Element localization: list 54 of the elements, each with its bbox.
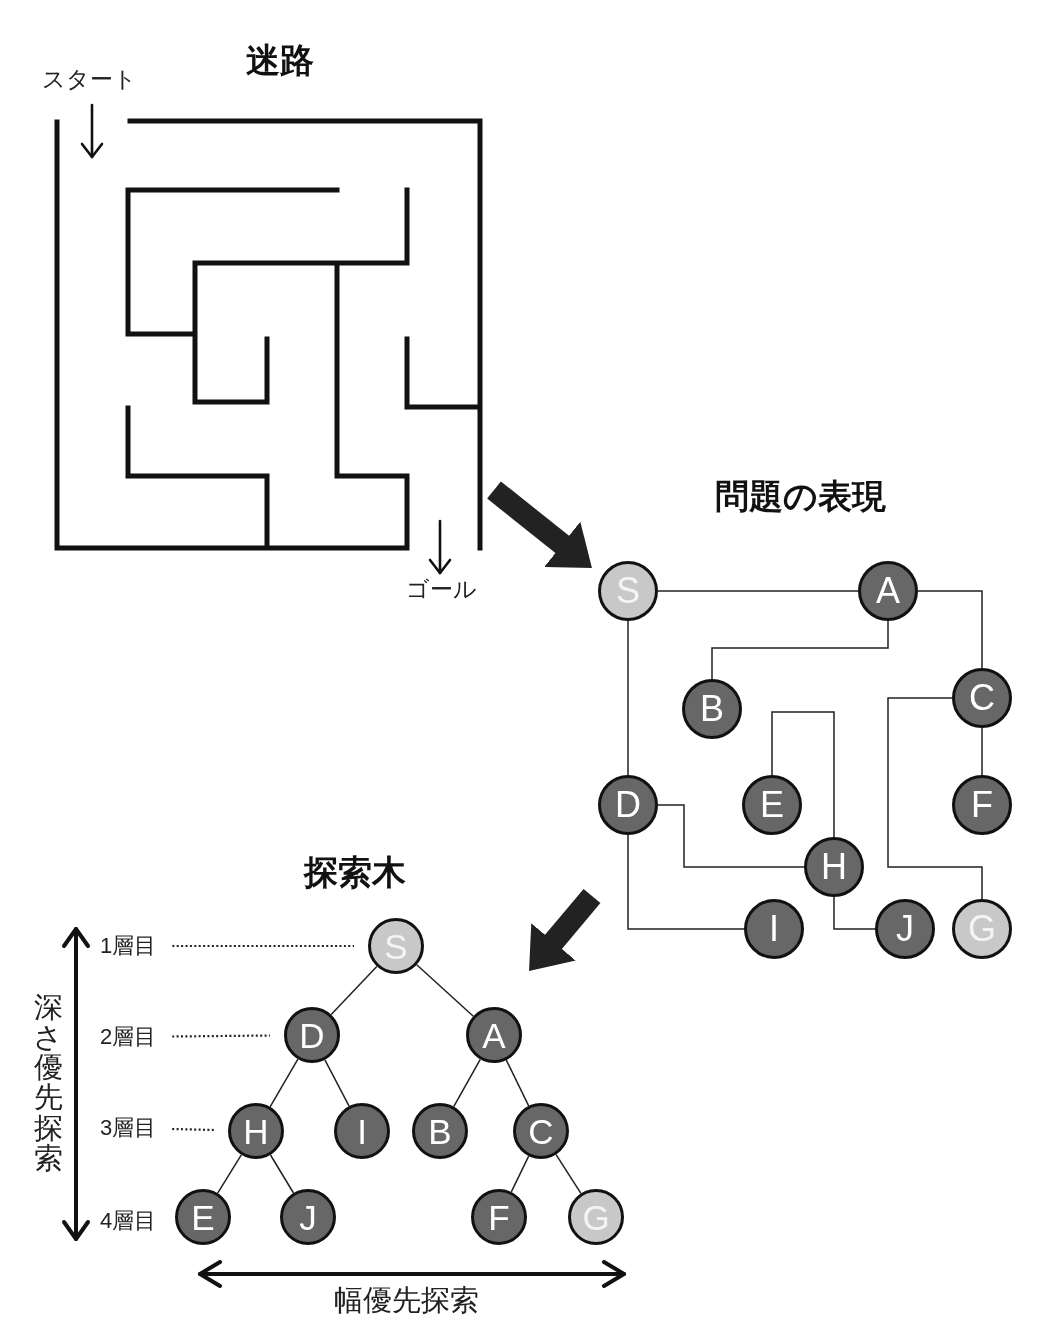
connector-line (627, 834, 745, 930)
level-label: 2層目 (100, 1024, 157, 1050)
node-circle: I (744, 899, 804, 959)
node-circle: F (471, 1189, 527, 1245)
node-circle: F (952, 775, 1012, 835)
node-circle: C (513, 1103, 569, 1159)
connector-line (657, 590, 859, 592)
node-circle: J (280, 1189, 336, 1245)
start-label: スタート (41, 67, 137, 93)
connector-line (833, 896, 876, 930)
dotted-leader-line (172, 1127, 215, 1132)
connector-line (771, 711, 835, 838)
connector-line (269, 1058, 299, 1108)
connector-line (269, 1154, 295, 1194)
connector-line (505, 1059, 530, 1107)
connector-line (887, 697, 983, 900)
connector-line (452, 1058, 482, 1108)
section-title: 迷路 (246, 42, 314, 80)
node-circle: A (466, 1007, 522, 1063)
connector-line (657, 804, 805, 868)
node-circle: A (858, 561, 918, 621)
connector-line (555, 1153, 582, 1195)
block-arrow (529, 888, 601, 971)
level-label: 4層目 (100, 1208, 157, 1234)
level-label: 3層目 (100, 1115, 157, 1141)
node-circle: D (598, 775, 658, 835)
axis-label: 深さ優先探索 (32, 991, 64, 1173)
connector-line (981, 727, 983, 776)
goal-label: ゴール (405, 577, 477, 603)
connector-line (324, 1059, 350, 1107)
node-circle: H (804, 837, 864, 897)
section-title: 問題の表現 (714, 478, 886, 516)
node-circle: E (175, 1189, 231, 1245)
node-circle: E (742, 775, 802, 835)
connector-line (627, 620, 629, 776)
node-circle: B (412, 1103, 468, 1159)
connector-line (415, 964, 475, 1017)
dotted-leader-line (172, 1034, 270, 1038)
axis-label: 幅優先探索 (333, 1283, 479, 1317)
connector-line (917, 590, 983, 669)
node-circle: C (952, 668, 1012, 728)
block-arrow (487, 481, 592, 569)
node-circle: H (228, 1103, 284, 1159)
node-circle: J (875, 899, 935, 959)
section-title: 探索木 (304, 854, 406, 892)
node-circle: I (334, 1103, 390, 1159)
dotted-leader-line (172, 944, 354, 948)
node-circle: D (284, 1007, 340, 1063)
level-label: 1層目 (100, 933, 157, 959)
node-circle: B (682, 679, 742, 739)
connector-line (216, 1154, 243, 1194)
connector-line (510, 1155, 530, 1193)
connector-line (330, 965, 378, 1016)
connector-line (711, 620, 889, 680)
